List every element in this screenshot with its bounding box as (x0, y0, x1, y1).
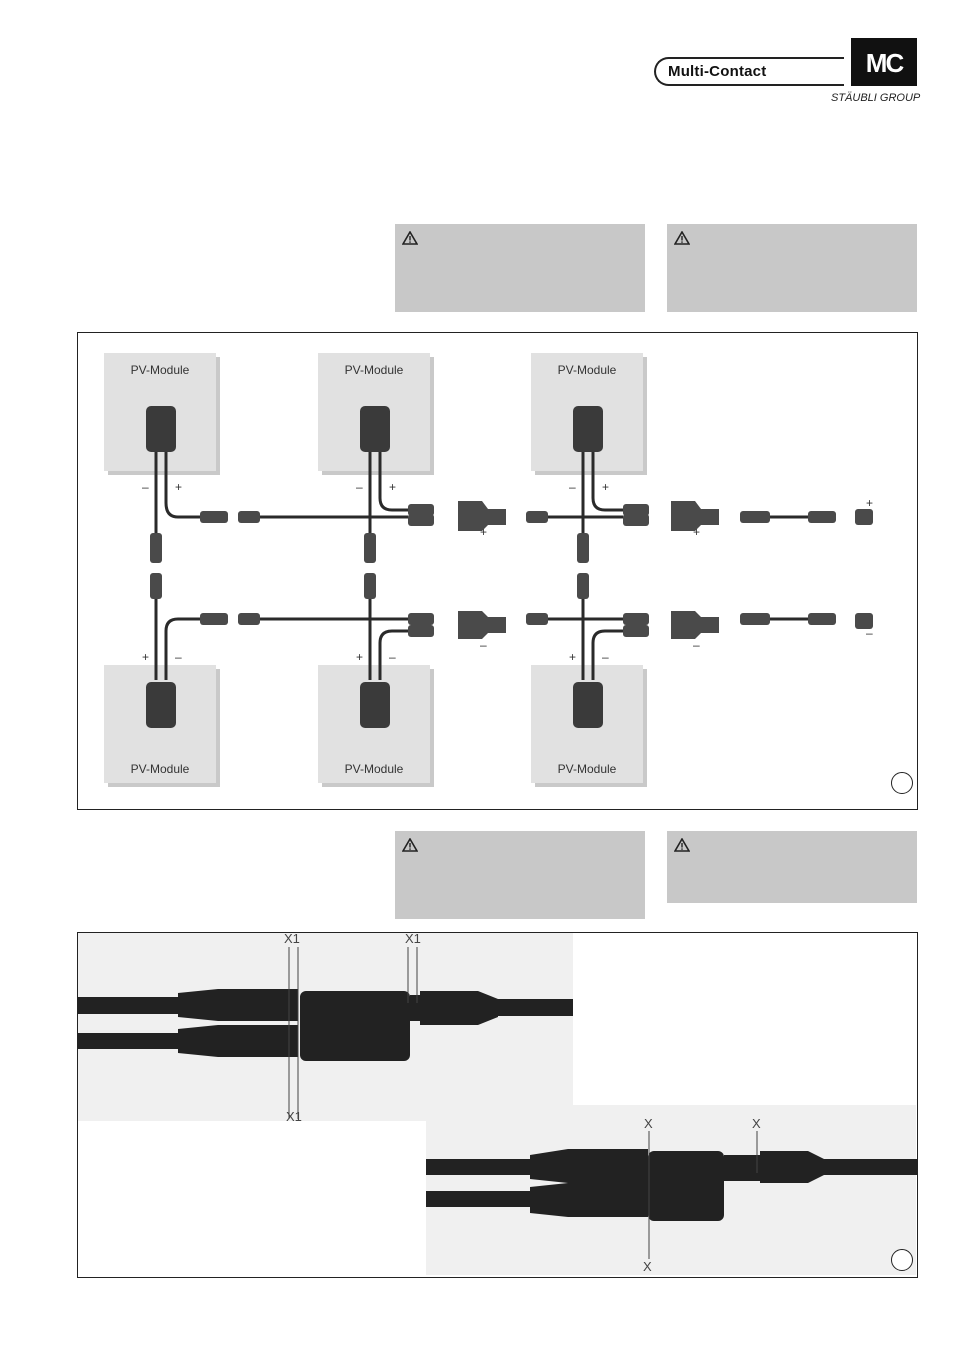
cable (426, 1191, 536, 1207)
connector (238, 511, 260, 523)
gap-label-x: X (644, 1116, 653, 1131)
connector (530, 1183, 648, 1217)
connector (577, 573, 589, 599)
wiring-diagram-drawing (146, 406, 873, 728)
plus-sign: + (693, 525, 701, 539)
inverter-plug (855, 613, 873, 629)
connector (760, 1151, 824, 1183)
minus-sign: – (389, 650, 396, 664)
minus-sign: – (175, 650, 182, 664)
connector (808, 613, 836, 625)
connector (724, 1155, 760, 1181)
plus-sign: + (389, 480, 397, 494)
junction-box (573, 682, 603, 728)
junction-box (146, 682, 176, 728)
warning-icon (402, 231, 418, 245)
connector (150, 573, 162, 599)
minus-sign: – (866, 626, 873, 640)
plus-sign: + (175, 480, 183, 494)
warning-icon (674, 231, 690, 245)
gap-label-x1: X1 (286, 1109, 302, 1124)
connector (623, 613, 649, 625)
mc-logo: MC (851, 38, 917, 86)
gap-label-x: X (643, 1259, 652, 1274)
connector (238, 613, 260, 625)
connector (740, 511, 770, 523)
cable (498, 999, 573, 1016)
figure-number-circle (891, 772, 913, 794)
figure-wiring-diagram: PV-Module PV-Module PV-Module PV-Module … (77, 332, 918, 810)
figure-connector-gaps: X1 X1 X1 X X X (77, 931, 918, 1278)
warning-box-3 (395, 831, 645, 919)
branch-connector (648, 1151, 724, 1221)
plus-sign: + (142, 650, 150, 664)
branch-connector (458, 611, 506, 639)
connector (364, 533, 376, 563)
cable (824, 1159, 917, 1175)
connector (808, 511, 836, 523)
connector (408, 625, 434, 637)
connector (178, 1025, 298, 1057)
connector (526, 613, 548, 625)
brand-name-pill: Multi-Contact (654, 57, 844, 86)
connector (408, 514, 434, 526)
warning-box-1 (395, 224, 645, 312)
pv-module-label: PV-Module (557, 762, 617, 776)
cable (78, 997, 188, 1014)
connector (526, 511, 548, 523)
minus-sign: – (142, 480, 149, 494)
plus-sign: + (866, 496, 874, 510)
pv-module-label: PV-Module (344, 363, 404, 377)
connector (150, 533, 162, 563)
connector (623, 514, 649, 526)
connector (577, 533, 589, 563)
junction-box (360, 682, 390, 728)
gap-label-x1: X1 (284, 931, 300, 946)
branch-connector (458, 501, 506, 531)
junction-box (573, 406, 603, 452)
connector (408, 504, 434, 516)
junction-box (146, 406, 176, 452)
minus-sign: – (569, 480, 576, 494)
connector (200, 511, 228, 523)
cable (426, 1159, 536, 1175)
plus-sign: + (569, 650, 577, 664)
pv-module-label: PV-Module (557, 363, 617, 377)
connector (623, 625, 649, 637)
plus-sign: + (602, 480, 610, 494)
cable (78, 1033, 188, 1049)
pv-module-label: PV-Module (130, 762, 190, 776)
warning-box-4 (667, 831, 917, 903)
branch-connector (671, 501, 719, 531)
figure-number-circle (891, 1249, 913, 1271)
brand-name: Multi-Contact (668, 63, 767, 80)
warning-box-2 (667, 224, 917, 312)
minus-sign: – (480, 638, 487, 652)
plus-sign: + (356, 650, 364, 664)
connector (408, 613, 434, 625)
connector (530, 1149, 648, 1183)
minus-sign: – (602, 650, 609, 664)
warning-icon (402, 838, 418, 852)
inverter-plug (855, 509, 873, 525)
pv-module-label: PV-Module (130, 363, 190, 377)
branch-connector (300, 991, 410, 1061)
connector (740, 613, 770, 625)
group-name: STÄUBLI GROUP (831, 92, 921, 104)
connector-gap-drawing (78, 933, 917, 1275)
connector (623, 504, 649, 516)
branch-connector (671, 611, 719, 639)
gap-label-x: X (752, 1116, 761, 1131)
warning-icon (674, 838, 690, 852)
connector (420, 991, 498, 1025)
connector (200, 613, 228, 625)
minus-sign: – (356, 480, 363, 494)
connector (364, 573, 376, 599)
junction-box (360, 406, 390, 452)
pv-module-label: PV-Module (344, 762, 404, 776)
connector (178, 989, 298, 1021)
minus-sign: – (693, 638, 700, 652)
gap-label-x1: X1 (405, 931, 421, 946)
plus-sign: + (480, 525, 488, 539)
